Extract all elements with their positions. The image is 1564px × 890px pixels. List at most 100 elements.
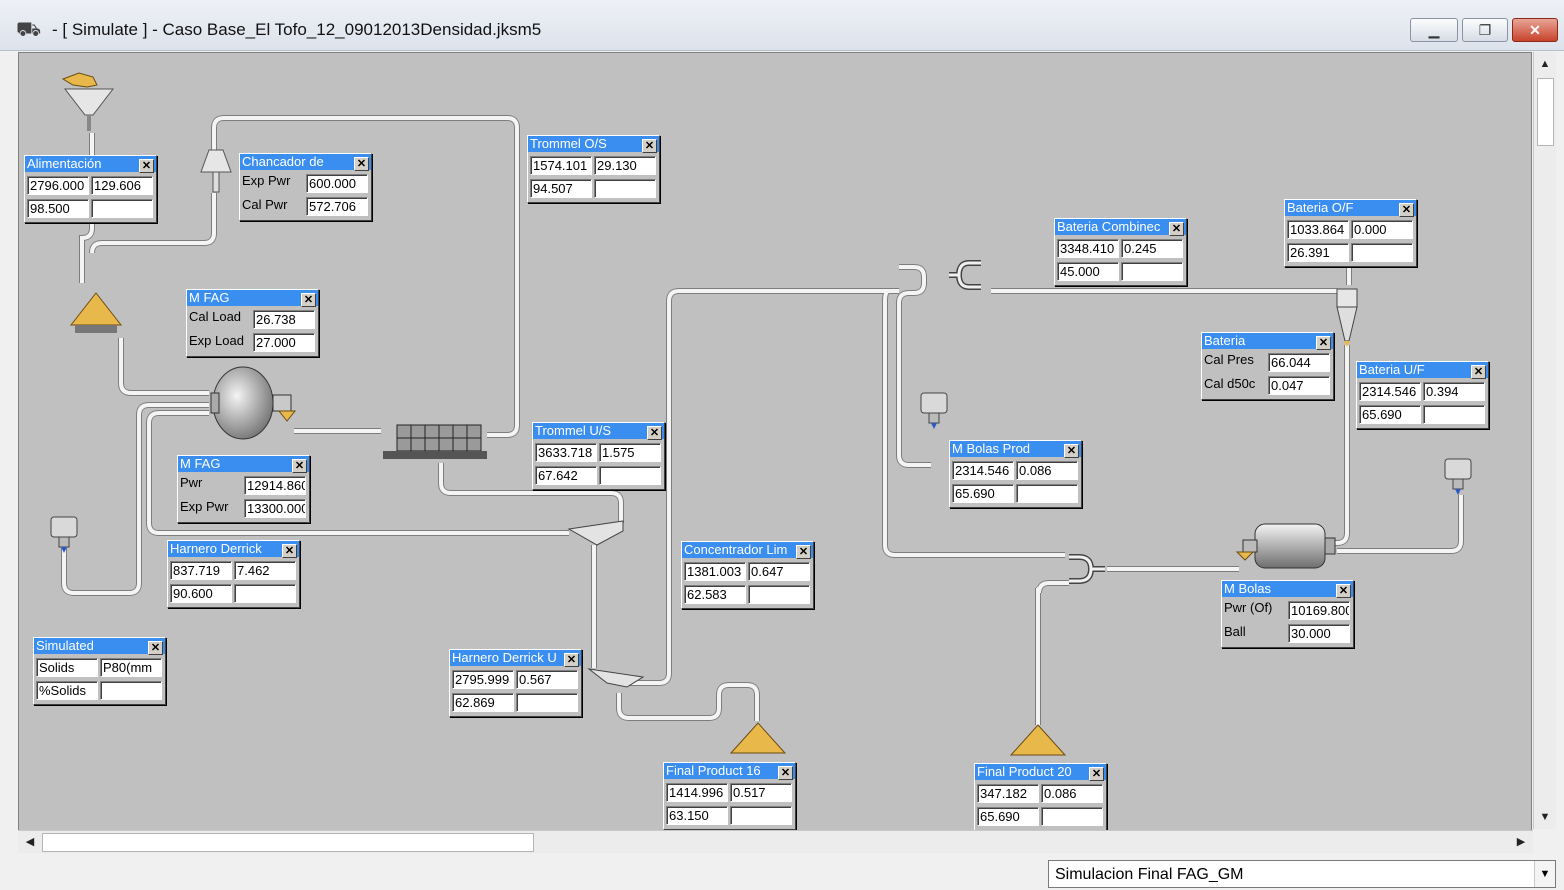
close-icon[interactable]: ✕ xyxy=(139,159,154,173)
value-cell[interactable]: %Solids xyxy=(36,681,98,700)
panel-chancador[interactable]: Chancador de ✕ Exp Pwr 600.000 Cal Pwr 5… xyxy=(239,153,372,221)
value-cell[interactable]: 65.690 xyxy=(952,484,1014,503)
value-cell[interactable]: 0.394 xyxy=(1423,382,1485,401)
close-icon[interactable]: ✕ xyxy=(564,653,579,667)
panel-title[interactable]: Chancador de xyxy=(240,154,371,170)
panel-title[interactable]: Alimentación xyxy=(25,156,156,172)
close-icon[interactable]: ✕ xyxy=(1064,444,1079,458)
feeder-icon[interactable] xyxy=(59,71,119,141)
panel-harnero-derrick[interactable]: Harnero Derrick ✕ 837.719 7.462 90.600 xyxy=(167,540,300,608)
panel-title[interactable]: Final Product 20 xyxy=(975,764,1106,780)
value-cell[interactable]: 347.182 xyxy=(977,784,1039,803)
value-cell[interactable]: 13300.000 xyxy=(244,499,306,518)
cone-crusher-icon[interactable] xyxy=(199,148,233,198)
value-cell[interactable]: 63.150 xyxy=(666,806,728,825)
value-cell[interactable] xyxy=(594,179,656,198)
value-cell[interactable] xyxy=(91,199,153,218)
value-cell[interactable]: 0.567 xyxy=(516,670,578,689)
close-icon[interactable]: ✕ xyxy=(1169,222,1184,236)
close-icon[interactable]: ✕ xyxy=(1089,767,1104,781)
panel-harnero-derrick-u[interactable]: Harnero Derrick U ✕ 2795.999 0.567 62.86… xyxy=(449,649,582,717)
stockpile-icon[interactable] xyxy=(67,289,125,339)
value-cell[interactable]: 129.606 xyxy=(91,176,153,195)
close-icon[interactable]: ✕ xyxy=(647,426,662,440)
value-cell[interactable] xyxy=(516,693,578,712)
panel-bateria-combinec[interactable]: Bateria Combinec ✕ 3348.410 0.245 45.000 xyxy=(1054,218,1187,286)
value-cell[interactable]: 3348.410 xyxy=(1057,239,1119,258)
value-cell[interactable]: 1.575 xyxy=(599,443,661,462)
panel-mfag-pwr[interactable]: M FAG ✕ Pwr 12914.860 Exp Pwr 13300.000 xyxy=(177,455,310,523)
panel-bateria-uf[interactable]: Bateria U/F ✕ 2314.546 0.394 65.690 xyxy=(1356,361,1489,429)
close-icon[interactable]: ✕ xyxy=(1336,584,1351,598)
value-cell[interactable]: 94.507 xyxy=(530,179,592,198)
value-cell[interactable] xyxy=(730,806,792,825)
close-icon[interactable]: ✕ xyxy=(1399,203,1414,217)
value-cell[interactable]: 1574.101 xyxy=(530,156,592,175)
value-cell[interactable]: 27.000 xyxy=(253,333,315,352)
value-cell[interactable] xyxy=(1121,262,1183,281)
sag-mill-icon[interactable] xyxy=(207,365,299,445)
panel-final-product-20[interactable]: Final Product 20 ✕ 347.182 0.086 65.690 xyxy=(974,763,1107,830)
close-icon[interactable]: ✕ xyxy=(796,545,811,559)
value-cell[interactable]: 90.600 xyxy=(170,584,232,603)
maximize-button[interactable]: ❐ xyxy=(1462,18,1508,42)
panel-trommel-us[interactable]: Trommel U/S ✕ 3633.718 1.575 67.642 xyxy=(532,422,665,490)
chevron-down-icon[interactable]: ▼ xyxy=(1534,861,1555,887)
panel-mbolas-prod[interactable]: M Bolas Prod ✕ 2314.546 0.086 65.690 xyxy=(949,440,1082,508)
panel-title[interactable]: Bateria Combinec xyxy=(1055,219,1186,235)
value-cell[interactable] xyxy=(599,466,661,485)
value-cell[interactable] xyxy=(100,681,162,700)
value-cell[interactable]: 29.130 xyxy=(594,156,656,175)
value-cell[interactable] xyxy=(748,585,810,604)
value-cell[interactable]: 1381.003 xyxy=(684,562,746,581)
simulation-select[interactable]: Simulacion Final FAG_GM ▼ xyxy=(1048,860,1556,888)
close-icon[interactable]: ✕ xyxy=(1471,365,1486,379)
value-cell[interactable]: 7.462 xyxy=(234,561,296,580)
close-icon[interactable]: ✕ xyxy=(148,641,163,655)
valve-icon[interactable] xyxy=(1441,453,1475,499)
panel-mfag-load[interactable]: M FAG ✕ Cal Load 26.738 Exp Load 27.000 xyxy=(186,289,319,357)
splitter-icon[interactable] xyxy=(947,257,999,297)
value-cell[interactable]: 2314.546 xyxy=(952,461,1014,480)
value-cell[interactable]: 1033.864 xyxy=(1287,220,1349,239)
value-cell[interactable]: Solids xyxy=(36,658,98,677)
horizontal-scrollbar[interactable]: ◀ ▶ xyxy=(18,830,1533,853)
scroll-left-icon[interactable]: ◀ xyxy=(25,836,35,848)
value-cell[interactable]: 572.706 xyxy=(306,197,368,216)
panel-title[interactable]: M FAG xyxy=(178,456,309,472)
close-icon[interactable]: ✕ xyxy=(354,157,369,171)
flowsheet-canvas[interactable]: Alimentación ✕ 2796.000 129.606 98.500 C… xyxy=(18,52,1532,831)
junction-icon[interactable] xyxy=(1065,551,1107,593)
value-cell[interactable]: 65.690 xyxy=(1359,405,1421,424)
ball-mill-icon[interactable] xyxy=(1233,518,1339,574)
value-cell[interactable] xyxy=(234,584,296,603)
close-icon[interactable]: ✕ xyxy=(282,544,297,558)
value-cell[interactable]: 26.391 xyxy=(1287,243,1349,262)
value-cell[interactable]: 0.086 xyxy=(1041,784,1103,803)
value-cell[interactable]: 3633.718 xyxy=(535,443,597,462)
scroll-up-icon[interactable]: ▲ xyxy=(1539,58,1551,70)
close-button[interactable]: ✕ xyxy=(1512,18,1558,42)
value-cell[interactable]: P80(mm xyxy=(100,658,162,677)
vertical-scrollbar[interactable]: ▲ ▼ xyxy=(1533,52,1556,829)
value-cell[interactable] xyxy=(1041,807,1103,826)
panel-title[interactable]: M Bolas Prod xyxy=(950,441,1081,457)
panel-title[interactable]: M FAG xyxy=(187,290,318,306)
trommel-icon[interactable] xyxy=(381,421,489,463)
panel-title[interactable]: Harnero Derrick U xyxy=(450,650,581,666)
value-cell[interactable] xyxy=(1016,484,1078,503)
value-cell[interactable]: 62.869 xyxy=(452,693,514,712)
panel-title[interactable]: Bateria U/F xyxy=(1357,362,1488,378)
value-cell[interactable]: 10169.800 xyxy=(1288,601,1350,620)
value-cell[interactable]: 0.245 xyxy=(1121,239,1183,258)
value-cell[interactable]: 2795.999 xyxy=(452,670,514,689)
panel-mbolas[interactable]: M Bolas ✕ Pwr (Of) 10169.800 Ball 30.000 xyxy=(1221,580,1354,648)
panel-title[interactable]: Concentrador Lim xyxy=(682,542,813,558)
value-cell[interactable]: 26.738 xyxy=(253,310,315,329)
value-cell[interactable]: 2796.000 xyxy=(27,176,89,195)
panel-bateria[interactable]: Bateria ✕ Cal Pres 66.044 Cal d50c 0.047 xyxy=(1201,332,1334,400)
scroll-thumb[interactable] xyxy=(1537,78,1554,146)
value-cell[interactable]: 67.642 xyxy=(535,466,597,485)
panel-bateria-of[interactable]: Bateria O/F ✕ 1033.864 0.000 26.391 xyxy=(1284,199,1417,267)
panel-alimentacion[interactable]: Alimentación ✕ 2796.000 129.606 98.500 xyxy=(24,155,157,223)
